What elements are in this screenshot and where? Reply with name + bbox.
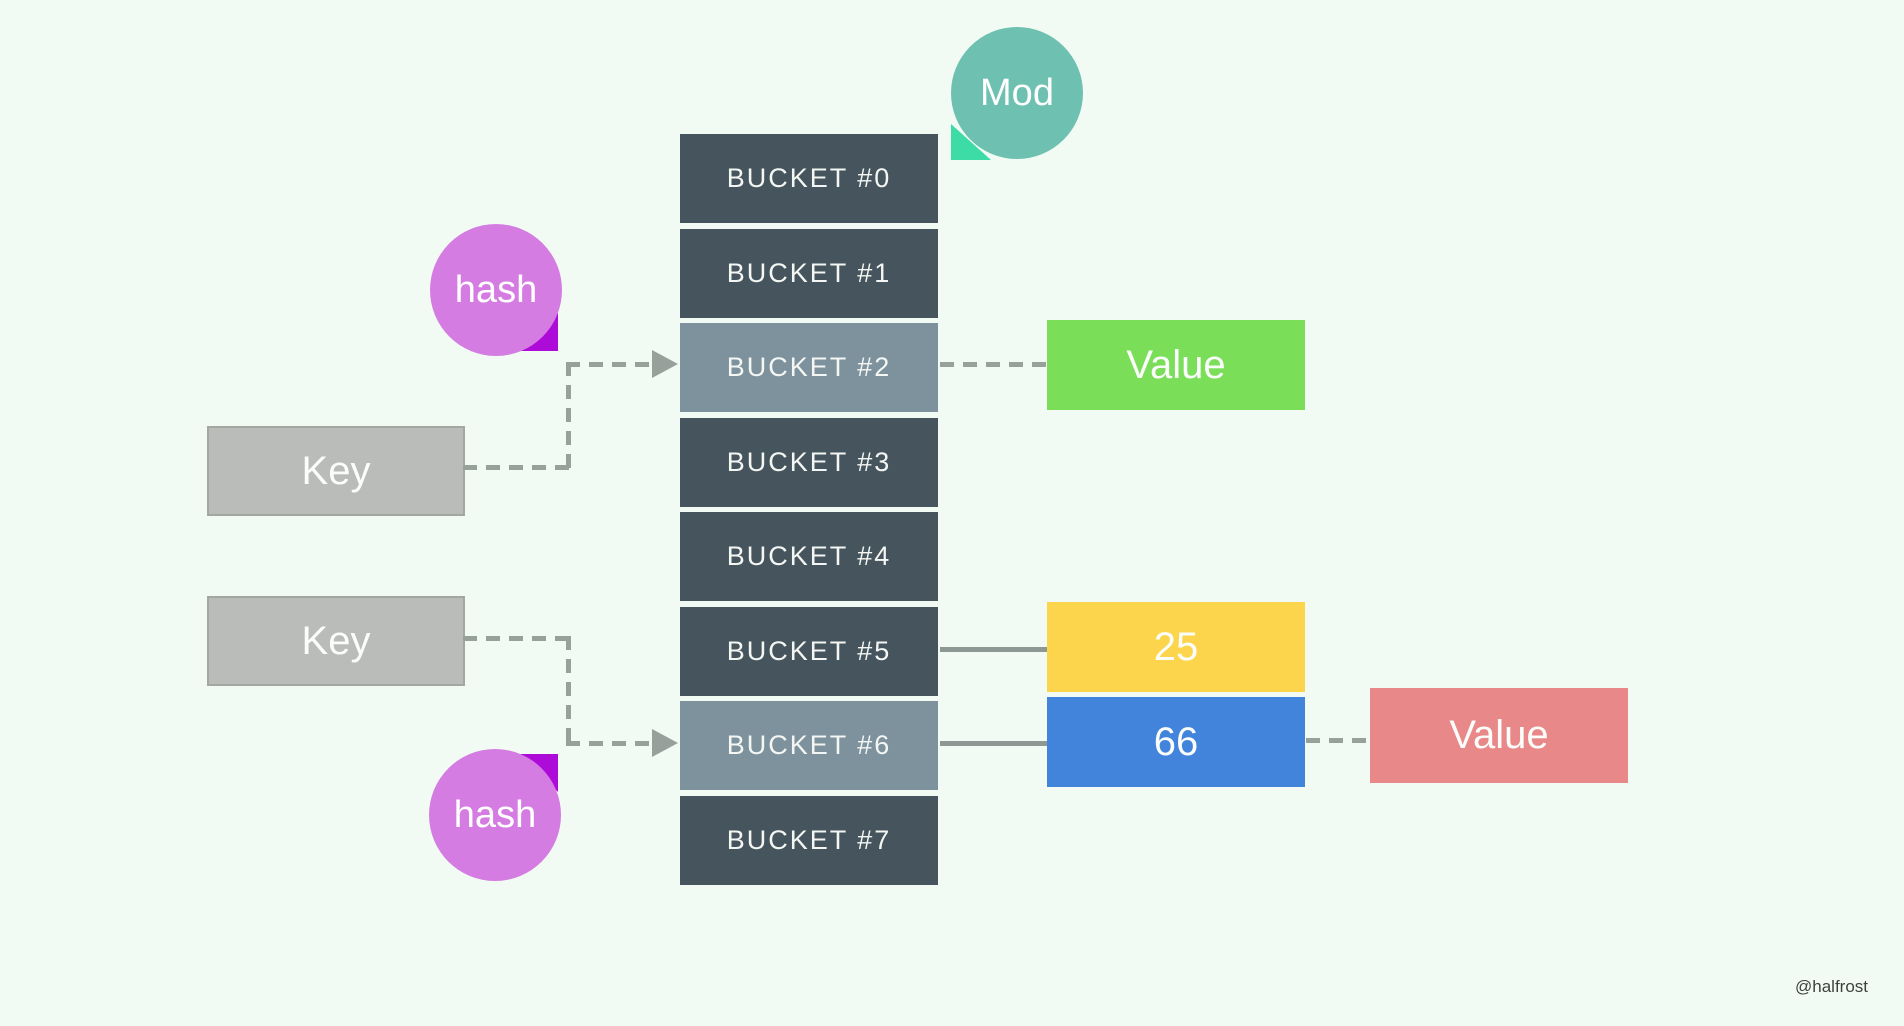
entry-box-66: 66 <box>1047 697 1305 787</box>
bucket-7-label: BUCKET #7 <box>726 825 892 855</box>
bucket-2: BUCKET #2 <box>680 323 938 412</box>
value-box-bottom: Value <box>1370 688 1628 783</box>
bucket-2-label: BUCKET #2 <box>726 352 892 382</box>
connector-keybottom-to-bucket6 <box>566 741 654 746</box>
connector-keytop-vertical <box>566 362 571 468</box>
key-top-label: Key <box>301 448 371 493</box>
bucket-4: BUCKET #4 <box>680 512 938 601</box>
hash-top-bubble: hash <box>430 224 562 356</box>
bucket-3: BUCKET #3 <box>680 418 938 507</box>
entry-25-label: 25 <box>1153 624 1199 669</box>
bucket-7: BUCKET #7 <box>680 796 938 885</box>
bucket-1-label: BUCKET #1 <box>726 258 892 288</box>
bucket-0: BUCKET #0 <box>680 134 938 223</box>
key-box-bottom: Key <box>207 596 465 686</box>
connector-bucket6-to-66 <box>940 741 1047 746</box>
watermark: @halfrost <box>1795 977 1869 996</box>
hash-bottom-label: hash <box>453 793 537 836</box>
key-box-top: Key <box>207 426 465 516</box>
bucket-0-label: BUCKET #0 <box>726 163 892 193</box>
entry-66-label: 66 <box>1153 719 1199 764</box>
connector-keybottom-horizontal <box>463 636 573 641</box>
connector-keytop-to-bucket2 <box>566 362 654 367</box>
hash-bottom-bubble: hash <box>429 749 561 881</box>
mod-bubble: Mod <box>951 27 1083 159</box>
connector-bucket5-to-25 <box>940 647 1047 652</box>
connector-bucket2-to-value <box>940 362 1047 367</box>
connector-keytop-horizontal <box>463 465 573 470</box>
value-box-top: Value <box>1047 320 1305 410</box>
mod-label: Mod <box>980 71 1054 114</box>
bucket-4-label: BUCKET #4 <box>726 541 892 571</box>
bucket-6: BUCKET #6 <box>680 701 938 790</box>
bucket-1: BUCKET #1 <box>680 229 938 318</box>
value-top-label: Value <box>1126 342 1226 387</box>
key-bottom-label: Key <box>301 618 371 663</box>
bucket-5-label: BUCKET #5 <box>726 636 892 666</box>
arrowhead-bucket2-icon <box>652 350 678 378</box>
hash-top-label: hash <box>454 268 538 311</box>
bucket-5: BUCKET #5 <box>680 607 938 696</box>
arrowhead-bucket6-icon <box>652 729 678 757</box>
entry-box-25: 25 <box>1047 602 1305 692</box>
connector-keybottom-vertical <box>566 636 571 744</box>
bucket-6-label: BUCKET #6 <box>726 730 892 760</box>
connector-66-to-value <box>1306 738 1370 743</box>
bucket-3-label: BUCKET #3 <box>726 447 892 477</box>
value-bottom-label: Value <box>1449 713 1549 757</box>
